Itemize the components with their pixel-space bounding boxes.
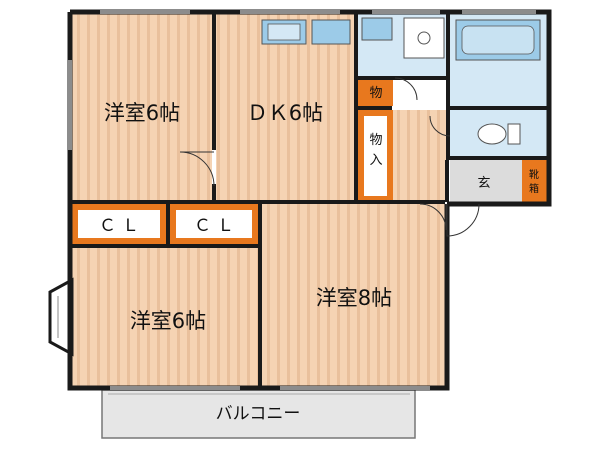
window-frames: [69, 11, 536, 389]
door-toilet: [429, 115, 451, 137]
wash-basin: [361, 17, 393, 41]
room-label-western-nw: 洋室6帖: [104, 101, 180, 125]
storage-in-label-top: 物: [369, 133, 382, 148]
shoe-box-label-top: 靴: [529, 168, 539, 181]
closet-left-inner: [78, 210, 160, 238]
room-label-dk: ＤＫ6帖: [247, 101, 323, 125]
doors: [179, 77, 480, 237]
toilet-bowl: [477, 123, 507, 145]
washing-machine-drain: [417, 31, 431, 45]
storage-in-inner: [364, 116, 387, 196]
door-western-nw: [179, 151, 215, 187]
door-washroom: [394, 77, 418, 101]
closet-label-left: ＣＬ: [99, 216, 145, 236]
room-dk: [216, 14, 355, 200]
room-western-nw: [72, 14, 212, 200]
door-hall: [419, 203, 447, 231]
shoe-box: [522, 160, 547, 202]
bathtub-inner: [461, 25, 535, 55]
kitchen-counter: [311, 19, 351, 45]
balcony: [101, 389, 416, 439]
room-western-se: [262, 202, 445, 386]
closet-label-mid: ＣＬ: [194, 216, 240, 236]
storage-small-label: 物: [369, 86, 382, 101]
interior-walls: [70, 12, 549, 388]
toilet-tank: [507, 123, 521, 145]
closet-mid-inner: [176, 210, 252, 238]
door-entrance: [446, 203, 480, 237]
room-label-western-se: 洋室8帖: [316, 286, 392, 310]
entrance-label: 玄: [477, 176, 490, 191]
entrance-area: [450, 160, 522, 202]
storage-small: [358, 78, 393, 106]
shoe-box-label-bottom: 箱: [529, 182, 539, 195]
room-label-western-sw: 洋室6帖: [130, 309, 206, 333]
storage-in-label-bottom: 入: [369, 153, 382, 168]
balcony-label: バルコニー: [216, 404, 301, 424]
room-western-sw: [72, 248, 258, 386]
kitchen-sink-basin: [267, 23, 301, 41]
washing-machine-space: [403, 17, 445, 59]
